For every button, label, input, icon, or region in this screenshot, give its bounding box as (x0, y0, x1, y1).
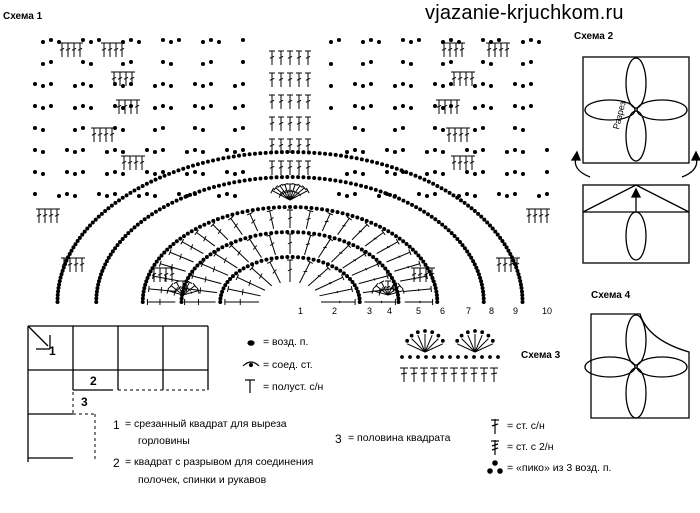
chain-icon (247, 340, 255, 346)
note-1-number: 1 (113, 418, 120, 432)
slip-stitch-icon (242, 361, 260, 367)
grid-dashed (72, 389, 208, 460)
row-number: 1 (298, 306, 304, 316)
row-number: 9 (513, 306, 519, 316)
scheme-2-folded (582, 184, 690, 264)
row-number: 2 (332, 306, 338, 316)
row-number: 7 (466, 306, 472, 316)
scheme-2-square (582, 56, 690, 164)
row-number: 8 (489, 306, 495, 316)
scheme-4-label: Схема 4 (591, 290, 631, 301)
note-3-number: 3 (335, 432, 342, 446)
note-2-text-line2: полочек, спинки и рукавов (138, 474, 267, 486)
picot-icon (492, 460, 498, 466)
note-1-text-line2: горловины (138, 435, 190, 447)
scheme-2-label: Схема 2 (574, 31, 614, 42)
legend-slip-stitch: = соед. ст. (263, 359, 313, 371)
site-title: vjazanie-krjuchkom.ru (425, 2, 624, 24)
note-3-text: = половина квадрата (348, 432, 451, 444)
legend-hdc: = полуст. с/н (263, 381, 324, 393)
grid-label-2: 2 (90, 374, 97, 388)
row-number: 3 (367, 306, 373, 316)
legend-chain: = возд. п. (263, 336, 309, 348)
legend-tr: = ст. с 2/н (507, 441, 554, 453)
note-2-number: 2 (113, 456, 120, 470)
row-number: 10 (542, 306, 553, 316)
scheme-3-label: Схема 3 (521, 350, 561, 361)
row-number: 6 (440, 306, 446, 316)
legend-dc: = ст. с/н (507, 420, 545, 432)
garment-grid (27, 325, 209, 462)
note-1-text-line1: = срезанный квадрат для выреза (125, 418, 287, 430)
fold-arrows (570, 150, 700, 178)
slip-dot (248, 362, 254, 368)
note-2-text-line1: = квадрат с разрывом для соединения (125, 456, 314, 468)
grid-label-1: 1 (49, 344, 56, 358)
legend-symbols (242, 340, 503, 474)
grid-label-3: 3 (81, 395, 88, 409)
scheme-4-square (584, 313, 690, 419)
row-number: 4 (387, 306, 393, 316)
row-number: 5 (416, 306, 422, 316)
legend-picot: = «пико» из 3 возд. п. (507, 462, 612, 474)
scheme-1-label: Схема 1 (3, 11, 43, 22)
scheme-3-chart (400, 329, 500, 382)
